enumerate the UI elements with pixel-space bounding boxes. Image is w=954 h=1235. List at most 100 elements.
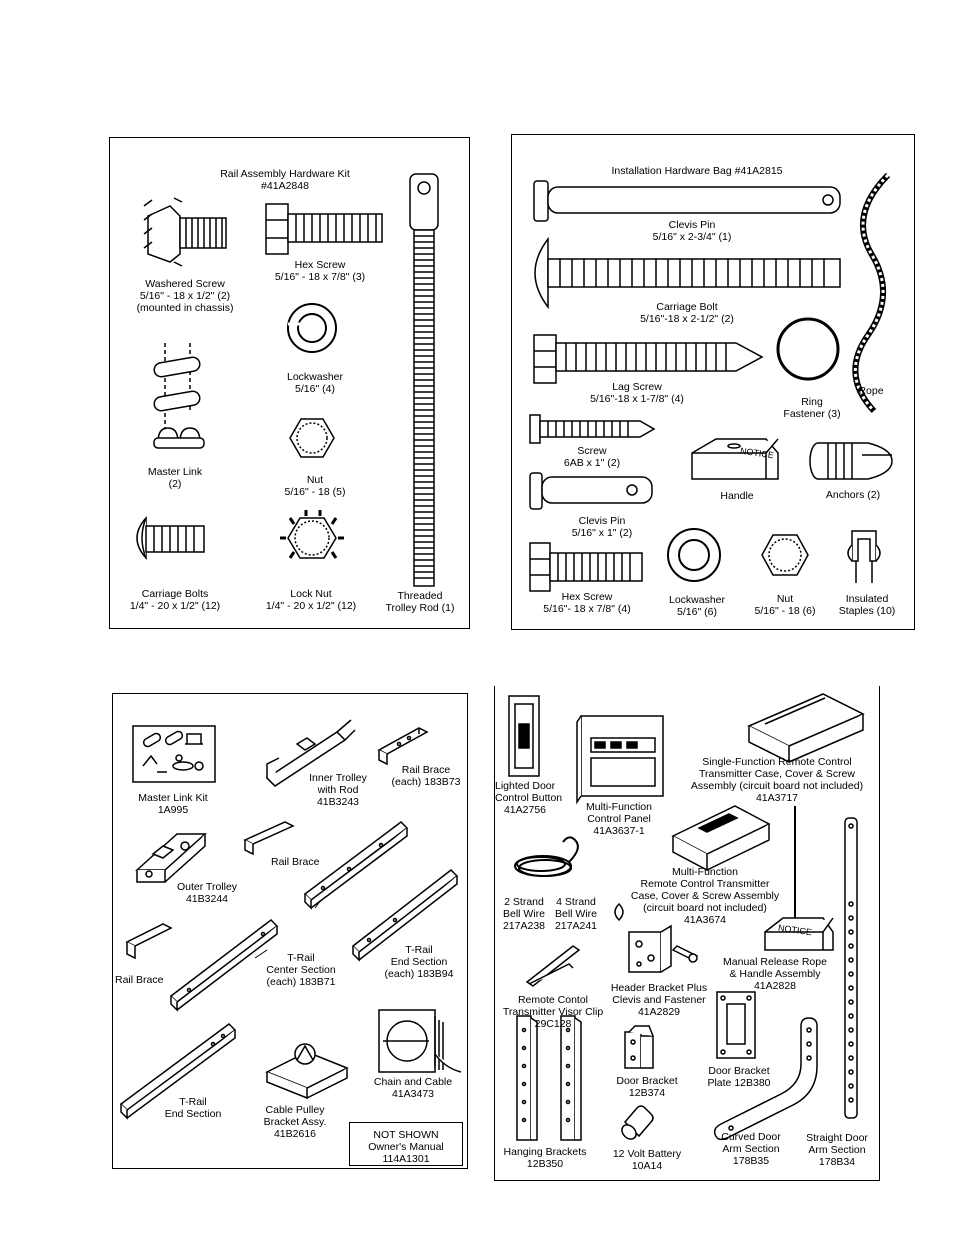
header-bracket-label: Header Bracket Plus: [610, 982, 708, 994]
insulated-staples-icon: [848, 531, 880, 583]
t-rail-end-right-section: End Section: [390, 956, 448, 968]
bell-wire-4-no: 217A241: [554, 920, 598, 932]
clevis-pin-short-label: Clevis Pin: [578, 515, 626, 527]
rail-parts-panel: Master Link Kit 1A995 Inner Trolley with…: [112, 693, 468, 1169]
straight-arm-no: 178B34: [818, 1156, 856, 1168]
single-remote-no: 41A3717: [755, 792, 799, 804]
master-link-kit-icon: [133, 726, 215, 782]
clevis-pin-long-label: Clevis Pin: [668, 219, 716, 231]
door-bracket-plate-no: Plate 12B380: [707, 1077, 771, 1089]
staples-qty: Staples (10): [838, 605, 896, 617]
carriage-bolt-size: 5/16"-18 x 2-1/2" (2): [640, 313, 734, 325]
accessories-illustrations: [495, 686, 879, 1180]
hex-screw-icon: [266, 204, 382, 254]
lock-nut-icon: [280, 510, 344, 558]
threaded-trolley-rod-icon: [410, 174, 438, 586]
rail-assembly-hardware-panel: Rail Assembly Hardware Kit #41A2848 Wash…: [109, 137, 470, 629]
washered-screw-label: Washered Screw: [145, 278, 225, 290]
hex-screw-size: 5/16"- 18 x 7/8" (4): [543, 603, 631, 615]
chain-cable-no: 41A3473: [391, 1088, 435, 1100]
t-rail-center-section: Center Section: [266, 964, 336, 976]
nut-label: Nut: [306, 474, 324, 486]
rail-kit-title: Rail Assembly Hardware Kit: [220, 168, 350, 180]
lockwasher-icon: [288, 304, 336, 352]
installation-hardware-panel: NOTICE Installation Hardware Bag #41A281…: [511, 134, 915, 630]
release-rope-handle-icon: [765, 806, 833, 950]
multi-control-panel-icon: [577, 716, 663, 802]
carriage-bolt-icon: [535, 239, 840, 307]
battery-label: 12 Volt Battery: [612, 1148, 682, 1160]
multi-remote-icon: [673, 806, 769, 870]
inner-trolley-rod: with Rod: [317, 784, 359, 796]
lock-nut-label: Lock Nut: [290, 588, 332, 600]
nut-icon: [290, 419, 334, 457]
cable-pulley-label: Cable Pulley: [265, 1104, 325, 1116]
ring-fastener-label: Ring: [801, 396, 823, 408]
lock-nut-size: 1/4" - 20 x 1/2" (12): [265, 600, 357, 612]
nut-size: 5/16" - 18 (6): [754, 605, 816, 617]
clevis-pin-long-icon: [534, 181, 840, 221]
clevis-pin-short-size: 5/16" x 1" (2): [571, 527, 633, 539]
t-rail-end-section: End Section: [164, 1108, 222, 1120]
cable-pulley-assy: Bracket Assy.: [263, 1116, 327, 1128]
chain-cable-label: Chain and Cable: [373, 1076, 453, 1088]
rail-hardware-illustrations: [110, 138, 469, 628]
clevis-pin-short-icon: [530, 473, 652, 509]
header-bracket-desc: Clevis and Fastener: [612, 994, 706, 1006]
t-rail-end-right-label: T-Rail: [405, 944, 433, 956]
bell-wire-icon: [515, 837, 578, 876]
straight-arm-section: Arm Section: [808, 1144, 866, 1156]
master-link-kit-label: Master Link Kit: [138, 792, 208, 804]
accessories-panel: NOTICE Lighted Door Control Button 41A27…: [494, 686, 880, 1181]
ring-fastener-qty: Fastener (3): [783, 408, 841, 420]
curved-arm-icon: [715, 1018, 817, 1139]
straight-arm-label: Straight Door: [806, 1132, 868, 1144]
battery-no: 10A14: [631, 1160, 663, 1172]
washered-screw-icon: [144, 198, 226, 266]
lockwasher-label: Lockwasher: [286, 371, 344, 383]
trolley-rod-label: Threaded: [397, 590, 443, 602]
door-bracket-label: Door Bracket: [616, 1075, 678, 1087]
carriage-bolts-label: Carriage Bolts: [141, 588, 209, 600]
rail-brace-left-label: Rail Brace: [115, 974, 164, 986]
anchors-label: Anchors (2): [825, 489, 881, 501]
outer-trolley-no: 41B3244: [185, 893, 229, 905]
door-bracket-icon: [625, 1026, 653, 1068]
ring-fastener-icon: [778, 319, 838, 379]
rope-label: Rope: [858, 385, 884, 397]
lockwasher-icon: [668, 529, 720, 581]
carriage-bolt-label: Carriage Bolt: [656, 301, 718, 313]
multi-remote-label: Multi-Function: [672, 866, 738, 878]
washered-screw-size: 5/16" - 18 x 1/2" (2): [139, 290, 231, 302]
single-remote-label: Single-Function Remote Control: [702, 756, 852, 768]
carriage-bolt-icon: [137, 518, 204, 558]
visor-clip-desc: Transmitter Visor Clip: [502, 1006, 604, 1018]
handle-label: Handle: [720, 490, 754, 502]
multi-panel-label: Multi-Function: [586, 801, 652, 813]
hex-screw-label: Hex Screw: [294, 259, 346, 271]
staples-label: Insulated: [845, 593, 889, 605]
multi-panel-no: 41A3637-1: [593, 825, 645, 837]
not-shown-title: NOT SHOWN: [373, 1129, 439, 1141]
rail-brace-top-label: Rail Brace: [401, 764, 451, 776]
lockwasher-label: Lockwasher: [668, 594, 726, 606]
hex-screw-icon: [530, 543, 642, 591]
rail-brace-mid-label: Rail Brace: [271, 856, 320, 868]
owners-manual-label: Owner's Manual: [368, 1141, 444, 1153]
rail-brace-top-no: (each) 183B73: [391, 776, 461, 788]
cable-pulley-bracket-icon: [267, 1044, 347, 1098]
visor-clip-icon: [527, 904, 623, 986]
outer-trolley-icon: [137, 834, 205, 882]
rope-handle-label: Manual Release Rope: [723, 956, 827, 968]
single-remote-icon: [749, 694, 863, 762]
rope-icon: [855, 175, 888, 411]
hex-screw-label: Hex Screw: [561, 591, 613, 603]
header-bracket-no: 41A2829: [637, 1006, 681, 1018]
t-rail-center-label: T-Rail: [287, 952, 315, 964]
multi-remote-no: 41A3674: [683, 914, 727, 926]
bell-wire-4-label: 4 Strand: [556, 896, 596, 908]
lag-screw-icon: [534, 335, 762, 383]
bell-wire-4-desc: Bell Wire: [554, 908, 597, 920]
screw-icon: [530, 415, 654, 443]
lighted-door-no: 41A2756: [503, 804, 547, 816]
